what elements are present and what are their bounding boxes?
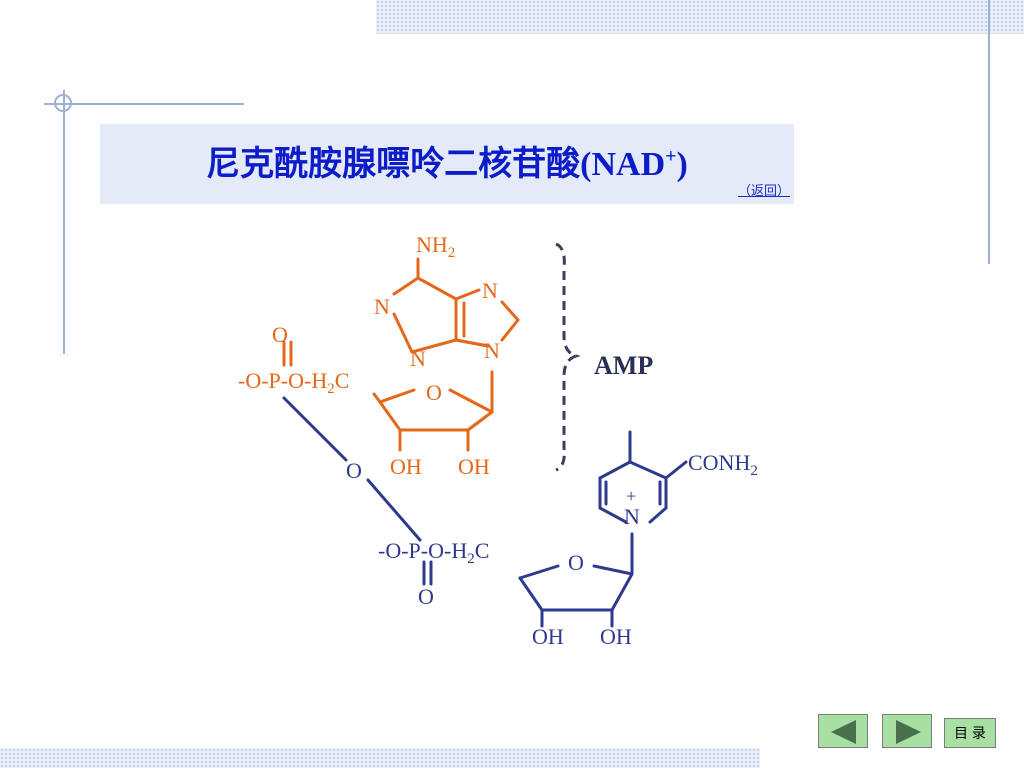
decor-line-top	[44, 103, 244, 105]
nicotinamide-conh2: CONH2	[688, 450, 758, 479]
amp-phosphate-chain: -O-P-O-H2C	[238, 368, 349, 397]
menu-button[interactable]: 目 录	[944, 718, 996, 748]
title-superscript: +	[665, 145, 677, 168]
bridge-o: O	[346, 458, 362, 483]
amp-label: AMP	[594, 351, 653, 380]
nad-structure-diagram: NH2 N N N N O -O-P-O-H2C O OH OH O	[238, 232, 758, 649]
adenine-n9: N	[484, 338, 500, 363]
amp-ribose-ring-o: O	[426, 380, 442, 405]
top-decor-band	[376, 0, 1024, 34]
adenine-n1: N	[374, 294, 390, 319]
title-close: )	[676, 146, 688, 183]
prev-button[interactable]	[818, 714, 868, 748]
nmn-labels: O -O-P-O-H2C O CONH2 + N O OH OH	[346, 450, 758, 649]
triangle-right-icon	[896, 720, 921, 744]
decor-line-right	[988, 0, 990, 264]
nmn-phosphate-chain: -O-P-O-H2C	[378, 538, 489, 567]
adenine-n3: N	[410, 346, 426, 371]
title-main: 尼克酰胺腺嘌呤二核苷酸(NAD	[206, 146, 666, 183]
amp-brace	[555, 242, 581, 472]
page-title: 尼克酰胺腺嘌呤二核苷酸(NAD+)	[100, 136, 794, 185]
bottom-decor-band	[0, 748, 760, 768]
nicotinamide-plus: +	[626, 486, 636, 506]
decor-circle	[54, 94, 72, 112]
nmn-ribose-ring-o: O	[568, 550, 584, 575]
amp-bonds	[282, 257, 520, 452]
adenine-nh2: NH2	[416, 232, 455, 261]
nmn-bonds	[282, 396, 688, 628]
amp-phosphate-top-o: O	[272, 322, 288, 347]
nmn-ribose-oh-left: OH	[532, 624, 564, 649]
nicotinamide-n: N	[624, 504, 640, 529]
title-box: 尼克酰胺腺嘌呤二核苷酸(NAD+) （返回）	[100, 124, 794, 204]
nmn-phosphate-bottom-o: O	[418, 584, 434, 609]
amp-labels: NH2 N N N N O -O-P-O-H2C O OH OH	[238, 232, 500, 479]
nmn-ribose-oh-right: OH	[600, 624, 632, 649]
amp-ribose-oh-right: OH	[458, 454, 490, 479]
next-button[interactable]	[882, 714, 932, 748]
decor-line-left	[63, 90, 65, 354]
adenine-n7: N	[482, 278, 498, 303]
amp-ribose-oh-left: OH	[390, 454, 422, 479]
triangle-left-icon	[831, 720, 856, 744]
back-link[interactable]: （返回）	[737, 183, 790, 198]
